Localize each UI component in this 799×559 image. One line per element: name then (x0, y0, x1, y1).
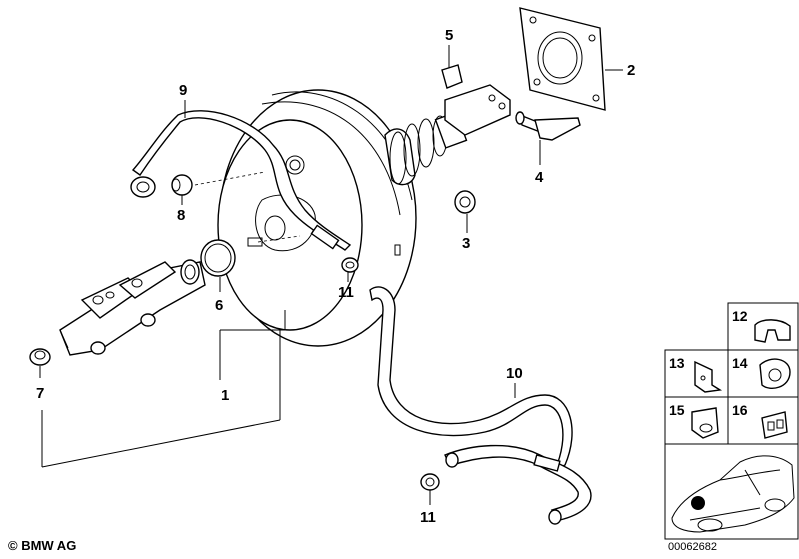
callout-11-lower: 11 (420, 509, 436, 526)
clip-part-12[interactable] (754, 319, 791, 343)
clip-part-16[interactable] (761, 411, 788, 439)
callout-4: 4 (535, 169, 544, 186)
callout-8: 8 (177, 207, 185, 224)
grommet-part-15[interactable] (691, 407, 719, 439)
callout-labels: 1 2 3 4 5 6 7 8 9 10 11 11 12 13 14 15 1… (36, 27, 748, 526)
gasket[interactable] (519, 7, 606, 111)
callout-12: 12 (732, 308, 748, 324)
drawing-number: 00062682 (668, 541, 717, 553)
callout-2: 2 (627, 62, 635, 79)
callout-13: 13 (669, 355, 685, 371)
callout-6: 6 (215, 297, 223, 314)
grommet[interactable] (454, 190, 476, 214)
inset-panels (664, 302, 799, 540)
callout-1: 1 (221, 387, 229, 404)
vacuum-hose-lower[interactable] (369, 286, 592, 525)
plug[interactable] (29, 348, 51, 366)
callout-11-upper: 11 (338, 284, 354, 301)
hose-clip-upper[interactable] (341, 257, 359, 273)
o-ring[interactable] (200, 239, 236, 277)
callout-5: 5 (445, 27, 453, 44)
bracket-part-13[interactable] (694, 360, 723, 393)
clevis-pin[interactable] (515, 111, 581, 141)
clip-part-14[interactable] (759, 358, 791, 389)
copyright-notice: © BMW AG (8, 538, 77, 553)
location-dot-icon (691, 496, 705, 510)
callout-9: 9 (179, 82, 187, 99)
callout-7: 7 (36, 385, 44, 402)
master-cylinder[interactable] (59, 259, 206, 356)
callout-10: 10 (506, 365, 523, 382)
callout-3: 3 (462, 235, 470, 252)
cap[interactable] (171, 174, 193, 196)
clevis-fork[interactable] (441, 64, 511, 136)
callout-14: 14 (732, 355, 748, 371)
callout-15: 15 (669, 402, 685, 418)
car-location-icon (671, 455, 795, 533)
callout-16: 16 (732, 402, 748, 418)
hose-clip-lower[interactable] (420, 473, 440, 491)
vacuum-hose-upper[interactable] (130, 110, 352, 251)
leader-lines (39, 45, 623, 505)
